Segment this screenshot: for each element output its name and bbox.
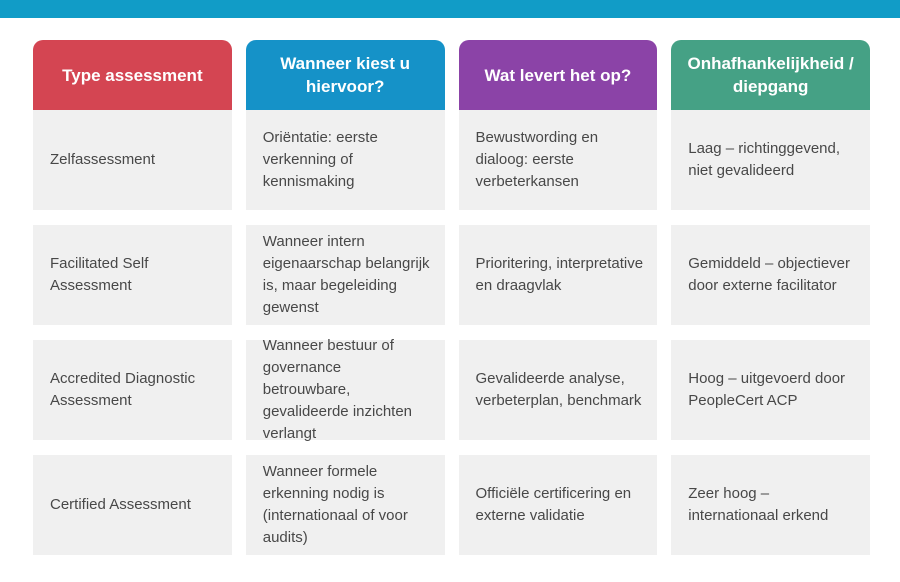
column-header-label: Onhafhankelijkheid / diepgang	[687, 54, 854, 96]
cell-text: Prioritering, interpretative en draagvla…	[475, 255, 644, 294]
table-cell: Facilitated Self Assessment	[33, 225, 232, 325]
table-cell: Oriëntatie: eerste verkenning of kennism…	[245, 110, 445, 210]
cell-text: Laag – richtinggevend, niet gevalideerd	[688, 140, 841, 179]
column-wat-levert-het-op: Wat levert het op? Bewustwording en dial…	[458, 40, 658, 555]
cell-text: Gevalideerde analyse, verbeterplan, benc…	[475, 370, 642, 409]
column-header-onafhankelijkheid-diepgang: Onhafhankelijkheid / diepgang	[671, 40, 870, 110]
table-cell: Gevalideerde analyse, verbeterplan, benc…	[458, 340, 658, 440]
cell-text: Hoog – uitgevoerd door PeopleCert ACP	[688, 370, 846, 409]
cell-text: Accredited Diagnostic Assessment	[50, 370, 196, 409]
table-cell: Gemiddeld – objectiever door externe fac…	[671, 225, 870, 325]
cell-text: Oriëntatie: eerste verkenning of kennism…	[262, 129, 378, 190]
column-wanneer-kiest-u-hiervoor: Wanneer kiest u hiervoor? Oriëntatie: ee…	[245, 40, 445, 555]
table-cell: Hoog – uitgevoerd door PeopleCert ACP	[671, 340, 870, 440]
column-type-assessment: Type assessment Zelfassessment Facilitat…	[33, 40, 232, 555]
cell-text: Wanneer intern eigenaarschap belangrijk …	[262, 233, 430, 316]
cell-text: Bewustwording en dialoog: eerste verbete…	[475, 129, 599, 190]
table-cell: Zeer hoog – internationaal erkend	[671, 455, 870, 555]
column-header-wanneer-kiest-u-hiervoor: Wanneer kiest u hiervoor?	[245, 40, 445, 110]
cell-text: Zeer hoog – internationaal erkend	[688, 485, 829, 524]
table-cell: Zelfassessment	[33, 110, 232, 210]
column-header-label: Wanneer kiest u hiervoor?	[280, 54, 410, 96]
cell-text: Officiële certificering en externe valid…	[475, 485, 632, 524]
cell-text: Zelfassessment	[50, 151, 156, 168]
table-cell: Laag – richtinggevend, niet gevalideerd	[671, 110, 870, 210]
cell-text: Wanneer formele erkenning nodig is (inte…	[262, 463, 408, 546]
table-cell: Wanneer formele erkenning nodig is (inte…	[245, 455, 445, 555]
cell-text: Gemiddeld – objectiever door externe fac…	[688, 255, 851, 294]
table-cell: Officiële certificering en externe valid…	[458, 455, 658, 555]
table-cell: Prioritering, interpretative en draagvla…	[458, 225, 658, 325]
column-header-type-assessment: Type assessment	[33, 40, 232, 110]
table-cell: Certified Assessment	[33, 455, 232, 555]
table-cell: Wanneer bestuur of governance betrouwbar…	[245, 337, 445, 442]
assessment-comparison-table: Type assessment Zelfassessment Facilitat…	[33, 40, 870, 555]
top-accent-bar	[0, 0, 900, 18]
cell-text: Facilitated Self Assessment	[50, 255, 149, 294]
table-cell: Accredited Diagnostic Assessment	[33, 340, 232, 440]
column-header-label: Wat levert het op?	[484, 65, 632, 85]
table-cell: Wanneer intern eigenaarschap belangrijk …	[245, 225, 445, 325]
cell-text: Certified Assessment	[50, 496, 191, 513]
column-header-wat-levert-het-op: Wat levert het op?	[458, 40, 658, 110]
cell-text: Wanneer bestuur of governance betrouwbar…	[262, 337, 413, 442]
column-onafhankelijkheid-diepgang: Onhafhankelijkheid / diepgang Laag – ric…	[671, 40, 870, 555]
column-header-label: Type assessment	[62, 65, 203, 85]
table-cell: Bewustwording en dialoog: eerste verbete…	[458, 110, 658, 210]
